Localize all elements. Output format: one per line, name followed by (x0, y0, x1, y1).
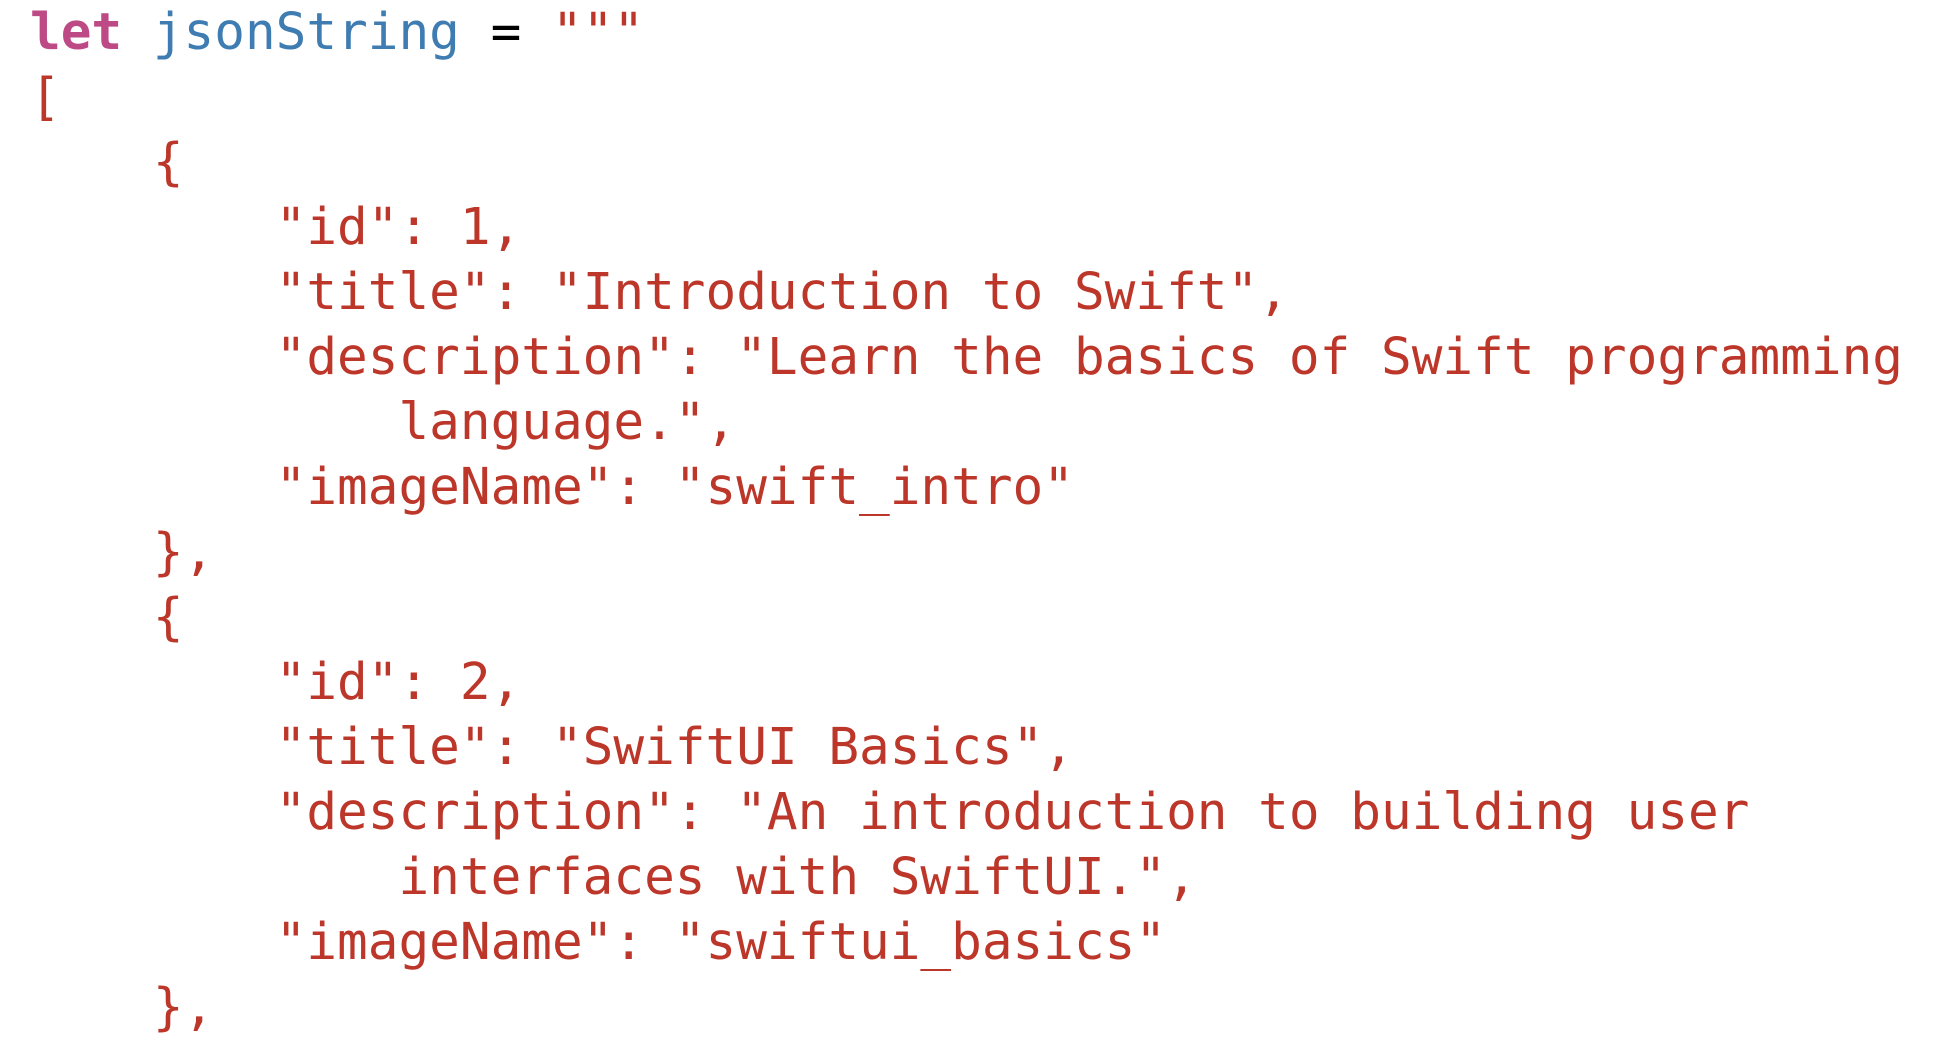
code-token-operator: = (459, 3, 553, 62)
code-line: "description": "An introduction to build… (30, 780, 1960, 845)
code-token-string: }, (30, 978, 215, 1037)
code-line: "description": "Learn the basics of Swif… (30, 325, 1960, 390)
code-token-string: """ (552, 3, 645, 62)
code-token-identifier: jsonString (152, 3, 460, 62)
code-token-string: "title": "Introduction to Swift", (30, 263, 1289, 322)
code-token-string: "id": 1, (30, 198, 522, 257)
code-token-operator (122, 3, 153, 62)
code-line: { (30, 585, 1960, 650)
code-token-keyword: let (30, 3, 123, 62)
code-token-string: "description": "An introduction to build… (30, 783, 1750, 842)
code-token-string: }, (30, 523, 215, 582)
code-line: "id": 2, (30, 650, 1960, 715)
code-token-string: "imageName": "swiftui_basics" (30, 913, 1167, 972)
code-line: "title": "SwiftUI Basics", (30, 715, 1960, 780)
code-token-string: language.", (30, 393, 737, 452)
code-line: "imageName": "swiftui_basics" (30, 910, 1960, 975)
code-token-string: interfaces with SwiftUI.", (30, 848, 1197, 907)
code-line: interfaces with SwiftUI.", (30, 845, 1960, 910)
code-line: [ (30, 65, 1960, 130)
code-line: }, (30, 520, 1960, 585)
code-line: "id": 1, (30, 195, 1960, 260)
code-line: "imageName": "swift_intro" (30, 455, 1960, 520)
code-line: "title": "Introduction to Swift", (30, 260, 1960, 325)
code-line: language.", (30, 390, 1960, 455)
code-token-string: { (30, 133, 184, 192)
code-line: }, (30, 975, 1960, 1040)
code-token-string: "id": 2, (30, 653, 522, 712)
code-token-string: "title": "SwiftUI Basics", (30, 718, 1074, 777)
code-line: let jsonString = """ (30, 0, 1960, 65)
code-token-string: { (30, 588, 184, 647)
code-token-string: "description": "Learn the basics of Swif… (30, 328, 1903, 387)
code-token-string: [ (30, 68, 61, 127)
code-token-string: "imageName": "swift_intro" (30, 458, 1074, 517)
code-line: { (30, 130, 1960, 195)
